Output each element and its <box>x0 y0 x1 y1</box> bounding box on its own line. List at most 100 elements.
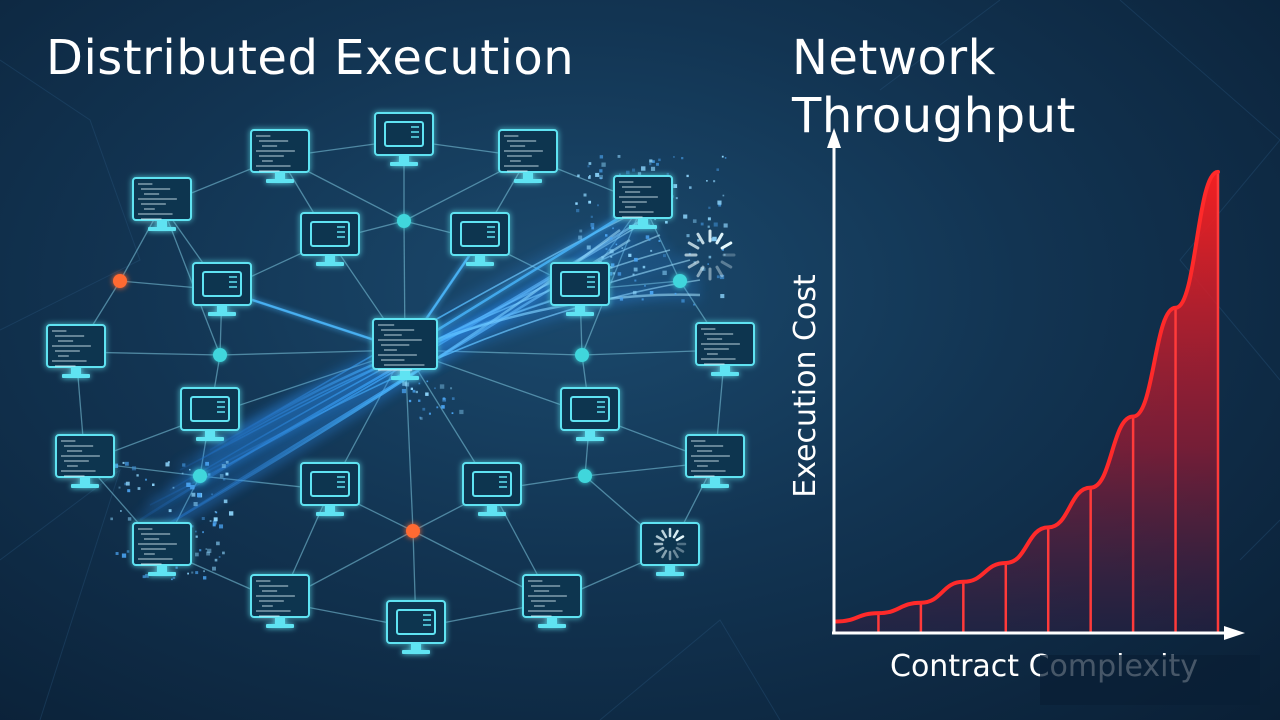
data-particle <box>674 292 677 295</box>
data-particle <box>415 390 418 394</box>
data-particle <box>222 551 225 555</box>
data-particle <box>683 214 688 219</box>
data-particle <box>719 274 725 280</box>
data-particle <box>632 273 635 276</box>
data-particle <box>710 238 714 242</box>
data-particle <box>124 461 129 466</box>
data-particle <box>716 275 720 279</box>
data-particle <box>619 297 624 301</box>
data-particle <box>658 158 661 162</box>
data-particle <box>621 247 624 250</box>
computer-node-icon <box>550 262 610 316</box>
data-particle <box>228 511 234 516</box>
relay-node-dot <box>673 274 687 288</box>
computer-node-icon <box>372 318 438 380</box>
data-particle <box>722 194 725 197</box>
data-particle <box>171 578 173 581</box>
data-particle <box>127 489 131 493</box>
computer-node-icon <box>695 322 755 376</box>
data-particle <box>588 162 592 165</box>
data-particle <box>168 509 172 513</box>
data-particle <box>634 279 637 282</box>
data-particle <box>648 223 650 226</box>
data-particle <box>628 253 632 257</box>
data-particle <box>645 235 650 239</box>
data-particle <box>131 466 137 471</box>
computer-node-icon <box>180 387 240 441</box>
data-particle <box>712 236 717 242</box>
chart-axes <box>827 128 1245 640</box>
data-particle <box>202 531 205 534</box>
data-particle <box>181 472 184 475</box>
data-particle <box>717 200 722 205</box>
data-particle <box>723 223 728 228</box>
data-particle <box>675 197 678 200</box>
data-particle <box>608 272 613 276</box>
data-particle <box>136 474 139 477</box>
data-particle <box>418 399 421 402</box>
data-particle <box>222 478 226 481</box>
cost-curve <box>834 169 1220 624</box>
data-particle <box>650 249 653 252</box>
data-particle <box>205 461 210 466</box>
data-particle <box>191 571 194 574</box>
data-particle <box>588 200 592 204</box>
data-particle <box>591 226 595 230</box>
data-particle <box>152 483 155 487</box>
data-particle <box>590 215 593 218</box>
data-particle <box>221 464 226 469</box>
data-particle <box>120 510 122 512</box>
data-particle <box>720 294 725 299</box>
data-particle <box>223 499 228 504</box>
data-particle <box>697 239 700 242</box>
data-particle <box>197 492 202 498</box>
data-particle <box>193 502 198 507</box>
data-particle <box>707 263 710 265</box>
data-particle <box>165 462 170 467</box>
data-particle <box>617 155 621 158</box>
data-particle <box>649 159 653 163</box>
data-particle <box>601 162 606 167</box>
data-particle <box>634 257 638 262</box>
data-particle <box>110 517 113 521</box>
data-particle <box>182 463 186 467</box>
computer-node-icon <box>685 434 745 488</box>
network-throughput-title: Network Throughput <box>792 30 1076 144</box>
data-particle <box>637 172 642 176</box>
data-particle <box>410 387 414 390</box>
computer-node-icon <box>55 434 115 488</box>
data-particle <box>718 203 722 207</box>
data-particle <box>219 474 224 478</box>
data-particle <box>145 478 147 481</box>
data-particle <box>597 204 599 207</box>
data-particle <box>609 237 613 240</box>
data-particle <box>692 219 697 223</box>
data-particle <box>644 284 646 287</box>
relay-node-dot <box>575 348 589 362</box>
data-particle <box>632 290 637 295</box>
data-particle <box>650 166 656 171</box>
highlight-edge <box>404 201 644 352</box>
data-particle <box>610 255 613 258</box>
data-particle <box>579 229 583 233</box>
data-particle <box>442 397 446 400</box>
data-particle <box>422 407 426 411</box>
data-particle <box>681 157 684 160</box>
data-particle <box>186 482 191 487</box>
data-particle <box>693 303 695 306</box>
data-particle <box>723 253 726 256</box>
loading-spinner-icon <box>684 229 736 281</box>
data-stream-line <box>229 293 701 442</box>
data-particle <box>436 406 439 409</box>
data-particle <box>426 380 429 383</box>
data-particle <box>681 299 685 303</box>
data-particle <box>673 156 675 158</box>
data-particle <box>595 172 600 177</box>
computer-node-icon <box>132 177 192 231</box>
data-particle <box>127 517 132 521</box>
data-particle <box>686 234 690 238</box>
computer-node-icon <box>250 574 310 628</box>
data-particle <box>425 392 429 396</box>
data-particle <box>428 412 431 415</box>
